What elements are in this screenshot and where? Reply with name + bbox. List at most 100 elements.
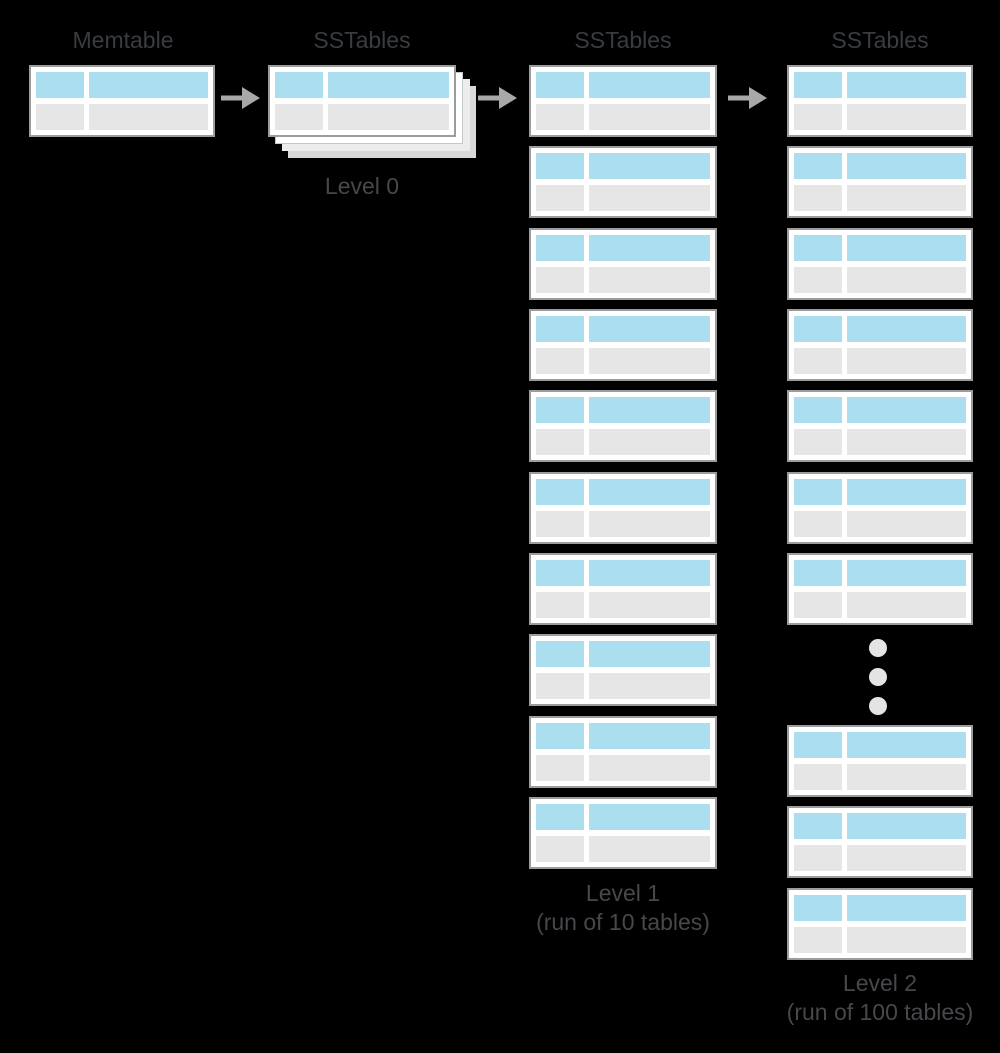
- table-cell: [589, 804, 710, 830]
- table-cell: [589, 104, 710, 130]
- table-cell: [536, 479, 584, 505]
- table-cell: [589, 673, 710, 699]
- level1-caption-line1: Level 1: [585, 880, 661, 906]
- table-cell: [794, 560, 842, 586]
- table-cell: [536, 429, 584, 455]
- table-cell: [589, 267, 710, 293]
- level0-caption: Level 0: [324, 173, 400, 199]
- table-cell: [847, 185, 966, 211]
- dot: [869, 668, 887, 686]
- table-cell: [847, 267, 966, 293]
- sstable: [787, 65, 973, 137]
- table-cell: [847, 429, 966, 455]
- table-cell: [847, 592, 966, 618]
- table-cell: [536, 316, 584, 342]
- table-cell: [536, 804, 584, 830]
- sstable: [529, 146, 717, 218]
- table-cell: [847, 560, 966, 586]
- table-cell: [589, 153, 710, 179]
- table-cell: [794, 895, 842, 921]
- sstable: [529, 553, 717, 625]
- sstable: [268, 65, 456, 137]
- table-cell: [536, 641, 584, 667]
- sstable: [529, 65, 717, 137]
- table-cell: [847, 511, 966, 537]
- sstable: [529, 309, 717, 381]
- table-cell: [536, 185, 584, 211]
- table-cell: [589, 836, 710, 862]
- sstable: [529, 472, 717, 544]
- table-cell: [536, 723, 584, 749]
- table-cell: [794, 397, 842, 423]
- table-cell: [536, 592, 584, 618]
- table-cell: [847, 764, 966, 790]
- table-cell: [847, 348, 966, 374]
- table-cell: [794, 764, 842, 790]
- sstable: [787, 472, 973, 544]
- arrow-right-icon: [728, 87, 767, 109]
- table-cell: [847, 813, 966, 839]
- table-cell: [536, 348, 584, 374]
- sstable: [529, 634, 717, 706]
- table-cell: [794, 316, 842, 342]
- dot: [869, 697, 887, 715]
- table-cell: [847, 235, 966, 261]
- table-cell: [847, 104, 966, 130]
- table-cell: [794, 429, 842, 455]
- table-cell: [794, 153, 842, 179]
- vertical-ellipsis-icon: [869, 639, 887, 715]
- table-cell: [589, 397, 710, 423]
- table-cell: [589, 316, 710, 342]
- table-cell: [275, 104, 323, 130]
- table-cell: [589, 641, 710, 667]
- arrow-right-icon: [478, 87, 517, 109]
- memtable-table: [29, 65, 215, 137]
- table-cell: [536, 560, 584, 586]
- table-cell: [589, 592, 710, 618]
- table-cell: [328, 72, 449, 98]
- table-cell: [794, 511, 842, 537]
- level1-caption: Level 1 (run of 10 tables): [512, 879, 734, 937]
- sstable: [529, 797, 717, 869]
- table-cell: [794, 592, 842, 618]
- sstable: [787, 228, 973, 300]
- table-cell: [275, 72, 323, 98]
- level0-sstable-stack: [268, 65, 476, 158]
- table-cell: [794, 732, 842, 758]
- table-cell: [589, 560, 710, 586]
- table-cell: [89, 72, 208, 98]
- table-cell: [536, 397, 584, 423]
- table-cell: [794, 845, 842, 871]
- level2-caption: Level 2 (run of 100 tables): [764, 969, 996, 1027]
- table-cell: [589, 429, 710, 455]
- table-cell: [794, 267, 842, 293]
- column-title-memtable: Memtable: [72, 27, 174, 53]
- table-cell: [847, 479, 966, 505]
- table-cell: [536, 153, 584, 179]
- sstable: [787, 725, 973, 797]
- table-cell: [89, 104, 208, 130]
- table-cell: [794, 813, 842, 839]
- sstable: [787, 806, 973, 878]
- table-cell: [589, 723, 710, 749]
- column-title-sstables-l0: SSTables: [313, 27, 411, 53]
- table-cell: [536, 104, 584, 130]
- table-cell: [847, 927, 966, 953]
- table-cell: [536, 673, 584, 699]
- column-title-sstables-l1: SSTables: [574, 27, 672, 53]
- level2-caption-line1: Level 2: [842, 970, 918, 996]
- sstable: [529, 228, 717, 300]
- table-cell: [328, 104, 449, 130]
- table-cell: [794, 104, 842, 130]
- table-cell: [847, 316, 966, 342]
- table-cell: [794, 72, 842, 98]
- level2-caption-line2: (run of 100 tables): [786, 999, 974, 1025]
- sstable: [529, 390, 717, 462]
- sstable: [787, 146, 973, 218]
- sstable: [787, 888, 973, 960]
- table-cell: [589, 235, 710, 261]
- column-title-sstables-l2: SSTables: [831, 27, 929, 53]
- table-cell: [536, 511, 584, 537]
- table-cell: [536, 235, 584, 261]
